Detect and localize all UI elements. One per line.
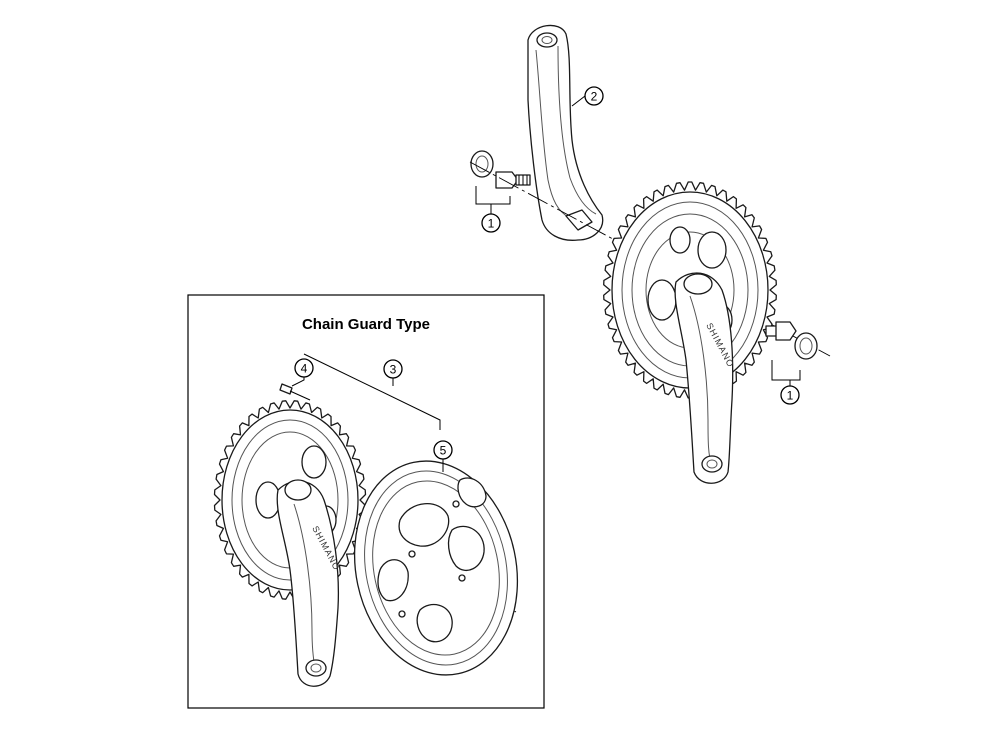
svg-text:1: 1 bbox=[488, 217, 495, 231]
svg-text:1: 1 bbox=[787, 389, 794, 403]
callout-left-crank-fixing-bolt: 1 bbox=[481, 213, 501, 233]
callout-left-crank-arm: 2 bbox=[584, 86, 604, 106]
callout-chain-guard-fixing-bolt: 4 bbox=[294, 358, 314, 378]
callout-chain-guard-assembly: 3 bbox=[383, 359, 403, 379]
svg-text:4: 4 bbox=[301, 362, 308, 376]
left-crank-arm bbox=[527, 24, 604, 241]
right-crankset: SHIMANO bbox=[603, 181, 777, 484]
svg-text:3: 3 bbox=[390, 363, 397, 377]
svg-text:2: 2 bbox=[591, 90, 598, 104]
chain-guard-type-inset bbox=[187, 294, 545, 709]
chain-guard bbox=[353, 460, 519, 676]
left-crank-fixing-bolt-set bbox=[470, 150, 531, 189]
svg-text:5: 5 bbox=[440, 444, 447, 458]
right-crank-fixing-bolt-set bbox=[765, 321, 818, 360]
callout-chain-guard: 5 bbox=[433, 440, 453, 460]
inset-crankset: SHIMANO bbox=[213, 400, 367, 687]
callout-right-crank-fixing-bolt: 1 bbox=[780, 385, 800, 405]
chain-guard-fixing-bolt bbox=[279, 383, 311, 401]
inset-title: Chain Guard Type bbox=[302, 316, 430, 333]
